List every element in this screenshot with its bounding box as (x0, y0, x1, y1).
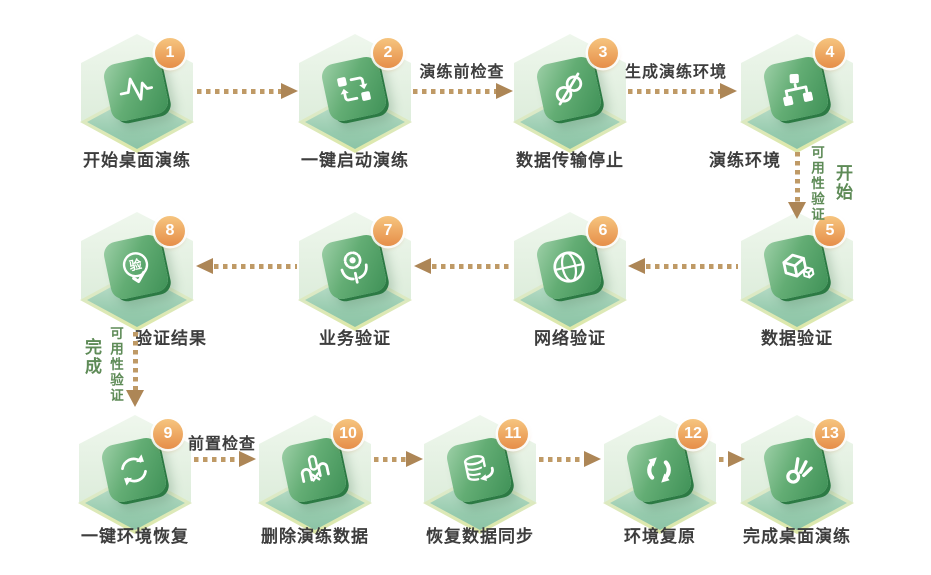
side-label-start: 开始 (833, 164, 852, 202)
arrow-9-10-line (194, 457, 239, 462)
step-label: 恢复数据同步 (426, 527, 534, 546)
arrow-label-pre-drill-check: 演练前检查 (419, 64, 505, 81)
step-label: 一键启动演练 (301, 151, 409, 170)
gear-hands-icon (340, 251, 368, 284)
arrow-3-4-head (720, 83, 737, 99)
icon-tile (444, 435, 514, 505)
refresh-arrows-icon (121, 454, 147, 486)
icon-tile (534, 54, 604, 124)
arrow-6-7-head (414, 258, 431, 274)
step-label: 验证结果 (135, 329, 207, 348)
icon-tile (279, 435, 349, 505)
arrow-11-12-head (584, 451, 601, 467)
arrow-label-pre-check: 前置检查 (187, 436, 257, 453)
arrow-11-12-line (539, 457, 584, 462)
step-label: 完成桌面演练 (743, 527, 851, 546)
step-badge: 2 (373, 38, 403, 68)
arrow-12-13-head (728, 451, 745, 467)
arrow-5-6-head (628, 258, 645, 274)
arrow-4-5-line (795, 152, 800, 202)
step-node-1: 1 开始桌面演练 (80, 34, 194, 170)
step-node-12: 12 环境复原 (603, 415, 717, 546)
step-node-4: 4 演练环境 (709, 34, 854, 170)
step-label: 数据传输停止 (516, 151, 624, 170)
step-label: 一键环境恢复 (81, 527, 189, 546)
arrow-2-3-line (413, 89, 496, 94)
step-label: 业务验证 (319, 329, 391, 348)
step-badge: 9 (153, 419, 183, 449)
icon-tile (761, 54, 831, 124)
arrow-5-6-line (646, 264, 738, 269)
topology-icon (783, 73, 814, 107)
step-node-3: 3 数据传输停止 (513, 34, 627, 170)
arrow-7-8-line (214, 264, 297, 269)
icon-tile (624, 435, 694, 505)
delete-data-icon (300, 455, 330, 483)
arrow-2-3-head (496, 83, 513, 99)
icon-tile (99, 435, 169, 505)
step-node-13: 13 完成桌面演练 (740, 415, 854, 546)
step-badge: 4 (815, 38, 845, 68)
step-node-6: 6 网络验证 (513, 212, 627, 348)
step-badge: 13 (815, 419, 845, 449)
arrow-4-5-head (788, 202, 806, 219)
globe-icon (553, 251, 585, 283)
ok-hand-icon (786, 457, 813, 484)
side-label-availability-check-start: 可用性验证 (809, 145, 824, 223)
step-label: 数据验证 (761, 329, 833, 348)
arrow-10-11-line (374, 457, 406, 462)
arrow-label-generate-env: 生成演练环境 (624, 64, 728, 81)
side-label-complete: 完成 (82, 338, 101, 376)
step-badge: 6 (588, 216, 618, 246)
step-label: 删除演练数据 (261, 527, 369, 546)
broken-link-icon (555, 72, 583, 106)
side-label-availability-check-complete: 可用性验证 (108, 326, 123, 404)
arrow-1-2-head (281, 83, 298, 99)
verify-char: 验 (128, 256, 144, 273)
step-label: 环境复原 (624, 527, 696, 546)
icon-tile (101, 54, 171, 124)
arrow-12-13-line (719, 457, 728, 462)
step-label: 开始桌面演练 (83, 151, 191, 170)
cycle-squares-icon (337, 76, 371, 102)
step-label: 演练环境 (709, 151, 781, 170)
icon-tile (319, 54, 389, 124)
step-badge: 7 (373, 216, 403, 246)
restore-cycle-icon (647, 457, 671, 483)
icon-tile: 验 (101, 232, 171, 302)
step-badge: 1 (155, 38, 185, 68)
step-badge: 12 (678, 419, 708, 449)
step-badge: 3 (588, 38, 618, 68)
icon-tile (319, 232, 389, 302)
cube-icon (782, 253, 815, 279)
step-node-11: 11 恢复数据同步 (423, 415, 537, 546)
icon-tile (534, 232, 604, 302)
arrow-10-11-head (406, 451, 423, 467)
step-node-10: 10 删除演练数据 (258, 415, 372, 546)
arrow-9-10-head (239, 451, 256, 467)
arrow-1-2-line (197, 89, 281, 94)
step-badge: 8 (155, 216, 185, 246)
step-node-5: 5 数据验证 (740, 212, 854, 348)
arrow-8-9-line (133, 332, 138, 390)
arrow-3-4-line (628, 89, 720, 94)
database-sync-icon (463, 455, 494, 482)
step-node-8: 验 8 验证结果 (80, 212, 206, 348)
step-node-9: 9 一键环境恢复 (78, 415, 192, 546)
arrow-8-9-head (126, 390, 144, 407)
step-node-2: 2 一键启动演练 (298, 34, 412, 170)
verify-seal-icon: 验 (122, 252, 149, 283)
icon-tile (761, 232, 831, 302)
step-label: 网络验证 (534, 329, 606, 348)
activity-pulse-icon (119, 77, 153, 101)
step-badge: 11 (498, 419, 528, 449)
arrow-6-7-line (432, 264, 512, 269)
arrow-7-8-head (196, 258, 213, 274)
icon-tile (761, 435, 831, 505)
step-node-7: 7 业务验证 (298, 212, 412, 348)
step-badge: 5 (815, 216, 845, 246)
step-badge: 10 (333, 419, 363, 449)
